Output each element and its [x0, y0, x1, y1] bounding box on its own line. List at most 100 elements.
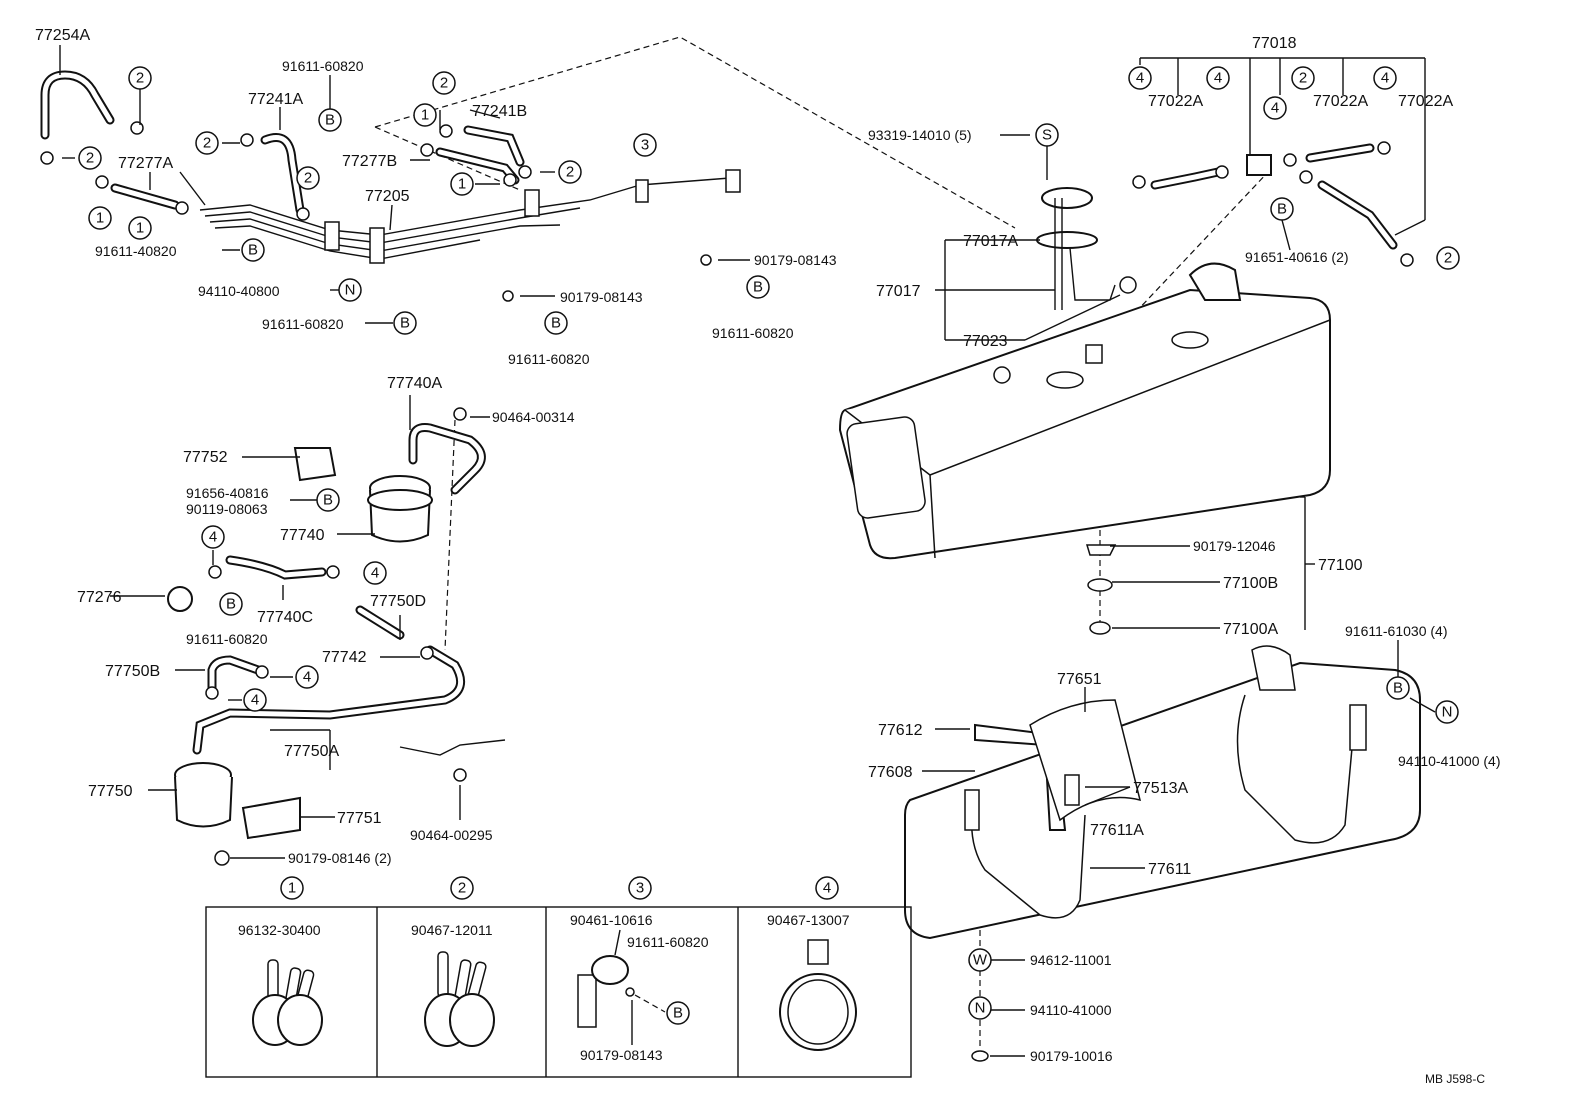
- label-77277B: 77277B: [342, 153, 397, 170]
- label-77740C: 77740C: [257, 609, 313, 626]
- marker-B: B: [1386, 676, 1410, 700]
- legend-part-90467-13007: 90467-13007: [767, 912, 850, 928]
- marker-4: 4: [363, 561, 387, 585]
- svg-text:B: B: [753, 279, 763, 296]
- label-77241A: 77241A: [248, 91, 303, 108]
- svg-text:B: B: [673, 1005, 683, 1022]
- marker-1: 1: [128, 216, 152, 240]
- label-77750D: 77750D: [370, 593, 426, 610]
- label-91611-61030: 91611-61030 (4): [1345, 623, 1447, 639]
- marker-B: B: [1270, 197, 1294, 221]
- svg-text:2: 2: [458, 880, 466, 897]
- label-77612: 77612: [878, 722, 923, 739]
- label-77751: 77751: [337, 810, 382, 827]
- svg-text:B: B: [226, 596, 236, 613]
- legend-part-90467-12011: 90467-12011: [411, 922, 493, 938]
- label-77742: 77742: [322, 649, 367, 666]
- sender-gauge-assembly: [1036, 141, 1414, 310]
- marker-S: S: [1035, 123, 1059, 147]
- svg-text:N: N: [1442, 704, 1453, 721]
- label-77750: 77750: [88, 783, 133, 800]
- label-90179-08146: 90179-08146 (2): [288, 850, 392, 866]
- marker-N: N: [1435, 700, 1459, 724]
- part-labels: 77254A 77277A 91611-40820 94110-40800 91…: [35, 27, 1500, 1086]
- legend-part-91611-60820: 91611-60820: [627, 934, 709, 950]
- label-77100: 77100: [1318, 557, 1363, 574]
- marker-2: 2: [128, 66, 152, 90]
- svg-text:4: 4: [371, 565, 379, 582]
- label-77513A: 77513A: [1133, 780, 1188, 797]
- label-77608: 77608: [868, 764, 913, 781]
- marker-2: 2: [195, 131, 219, 155]
- svg-text:1: 1: [288, 880, 296, 897]
- label-77611A: 77611A: [1090, 822, 1144, 839]
- label-77022A-a: 77022A: [1148, 93, 1203, 110]
- svg-text:N: N: [345, 282, 356, 299]
- svg-text:2: 2: [203, 135, 211, 152]
- svg-text:1: 1: [136, 220, 144, 237]
- marker-2: 2: [1291, 66, 1315, 90]
- label-91611-60820-d: 91611-60820: [712, 325, 794, 341]
- svg-text:4: 4: [209, 529, 217, 546]
- label-91611-60820-e: 91611-60820: [186, 631, 268, 647]
- label-77022A-b: 77022A: [1313, 93, 1368, 110]
- label-94110-40800: 94110-40800: [198, 283, 280, 299]
- marker-4: 4: [1128, 66, 1152, 90]
- label-77017A: 77017A: [963, 233, 1018, 250]
- marker-2: 2: [432, 71, 456, 95]
- svg-text:4: 4: [823, 880, 831, 897]
- label-77611: 77611: [1148, 861, 1191, 878]
- fuel-tank: [838, 262, 1331, 560]
- label-94612-11001: 94612-11001: [1030, 952, 1112, 968]
- legend-box-2: 2 90467-12011: [411, 876, 495, 1047]
- label-91611-60820-c: 91611-60820: [508, 351, 590, 367]
- svg-text:3: 3: [636, 880, 644, 897]
- label-91651-40616: 91651-40616 (2): [1245, 249, 1349, 265]
- label-77740: 77740: [280, 527, 325, 544]
- fuel-tank-with-bands: [904, 645, 1421, 940]
- svg-text:2: 2: [1299, 70, 1307, 87]
- svg-text:3: 3: [641, 137, 649, 154]
- svg-text:2: 2: [566, 164, 574, 181]
- label-77022A-c: 77022A: [1398, 93, 1453, 110]
- marker-4: 4: [201, 525, 225, 549]
- label-94110-41000-4: 94110-41000 (4): [1398, 753, 1500, 769]
- legend-box-4: 4 90467-13007: [767, 876, 857, 1051]
- svg-text:B: B: [551, 315, 561, 332]
- svg-text:2: 2: [440, 75, 448, 92]
- clamp-legend: 1 96132-30400 2 90467-12011 3 90461-1061…: [205, 876, 912, 1078]
- marker-W: W: [968, 948, 992, 972]
- svg-text:4: 4: [303, 669, 311, 686]
- svg-text:B: B: [325, 112, 335, 129]
- marker-2: 2: [558, 160, 582, 184]
- marker-N: N: [968, 996, 992, 1020]
- marker-1: 1: [88, 206, 112, 230]
- label-77018: 77018: [1252, 35, 1297, 52]
- marker-4: 4: [295, 665, 319, 689]
- label-77740A: 77740A: [387, 375, 442, 392]
- label-90464-00295: 90464-00295: [410, 827, 493, 843]
- svg-text:2: 2: [136, 70, 144, 87]
- marker-B: B: [318, 108, 342, 132]
- marker-2: 2: [1436, 246, 1460, 270]
- label-90179-10016: 90179-10016: [1030, 1048, 1113, 1064]
- marker-B: B: [393, 311, 417, 335]
- leader-lines: [59, 45, 1436, 1057]
- label-77205: 77205: [365, 188, 410, 205]
- svg-text:B: B: [1393, 680, 1403, 697]
- svg-text:B: B: [1277, 201, 1287, 218]
- legend-box-3: 3 90461-10616 91611-60820 90179-08143 B: [570, 876, 709, 1063]
- marker-B: B: [746, 275, 770, 299]
- label-77023: 77023: [963, 333, 1008, 350]
- label-90179-08143-a: 90179-08143: [560, 289, 643, 305]
- svg-text:N: N: [975, 1000, 986, 1017]
- label-94110-41000: 94110-41000: [1030, 1002, 1112, 1018]
- label-91611-40820: 91611-40820: [95, 243, 177, 259]
- svg-text:1: 1: [421, 107, 429, 124]
- label-90179-12046: 90179-12046: [1193, 538, 1276, 554]
- label-77750A: 77750A: [284, 743, 339, 760]
- legend-part-90461-10616: 90461-10616: [570, 912, 653, 928]
- label-91611-60820-b: 91611-60820: [282, 58, 364, 74]
- label-77750B: 77750B: [105, 663, 160, 680]
